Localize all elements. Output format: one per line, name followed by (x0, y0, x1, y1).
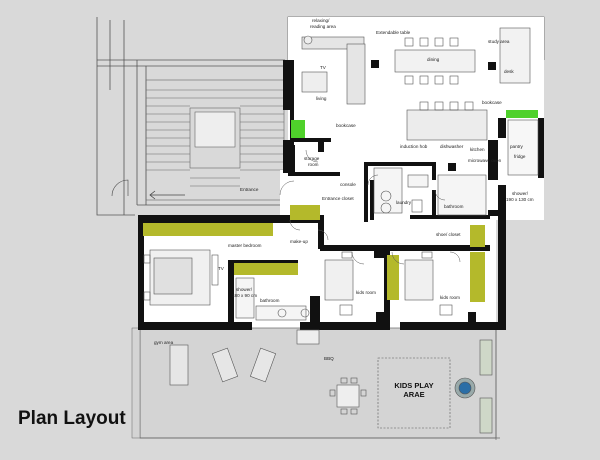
label-kids-room-1: kids room (356, 290, 376, 295)
bookcase-kitchen (506, 110, 538, 118)
label-shower-left-size: 180 x 90 cm (232, 293, 258, 298)
label-microwave-oven: microwave oven (468, 158, 502, 163)
label-shower-left: shower/ (236, 287, 253, 292)
label-gym-area: gym area (154, 340, 174, 345)
built-in-storage (143, 205, 485, 302)
label-bathroom-right: bathroom (444, 204, 464, 209)
label-dishwasher: dishwasher (440, 144, 464, 149)
stair-arrow-icon (149, 190, 185, 200)
plan-title: Plan Layout (18, 408, 126, 429)
label-storage-room: room (308, 162, 319, 167)
label-bookcase-kitchen: bookcase (482, 100, 502, 105)
label-console: console (340, 182, 356, 187)
door-arc-stair (111, 179, 129, 197)
label-induction-hob: induction hob (400, 144, 428, 149)
label-reading-area: reading area (310, 24, 336, 29)
label-desk: desk (504, 69, 514, 74)
label-kitchen: kitchen (470, 147, 485, 152)
label-living: living (316, 96, 327, 101)
furniture (143, 27, 539, 434)
label-bbq: BBQ (324, 356, 334, 361)
label-bathroom-left: bathroom (260, 298, 280, 303)
label-shower-right: shower/ (512, 191, 529, 196)
label-shower-right-size: 190 x 130 cm (506, 197, 534, 202)
label-bookcase-living: bookcase (336, 123, 356, 128)
label-fridge: fridge (514, 154, 526, 159)
label-entrance: Entrance (240, 187, 259, 192)
door-arcs (279, 149, 461, 265)
label-dining: dining (427, 57, 440, 62)
label-master-bedroom: master bedroom (228, 243, 262, 248)
label-storage: storage (304, 156, 320, 161)
label-tv-master: TV (218, 266, 224, 271)
label-shoe-closet: shoe/ closet (436, 232, 461, 237)
label-tv-living: TV (320, 65, 326, 70)
label-pantry: pantry (510, 144, 523, 149)
kids-play-area-label: KIDS PLAY ARAE (388, 381, 440, 399)
label-relaxing: relaxing/ (312, 18, 330, 23)
lower-terrace (139, 327, 497, 439)
label-make-up: make-up (290, 239, 308, 244)
bookcase-living (291, 120, 305, 140)
kids-play-line-2: ARAE (403, 390, 425, 399)
label-entrance-closet: Entrance closet (322, 196, 354, 201)
label-kids-room-2: kids room (440, 295, 460, 300)
label-laundry: laundry (396, 200, 412, 205)
label-study-area: study area (488, 39, 510, 44)
label-extendable-table: Extendable table (376, 30, 411, 35)
kids-play-line-1: KIDS PLAY (394, 381, 434, 390)
staircase (145, 79, 285, 201)
